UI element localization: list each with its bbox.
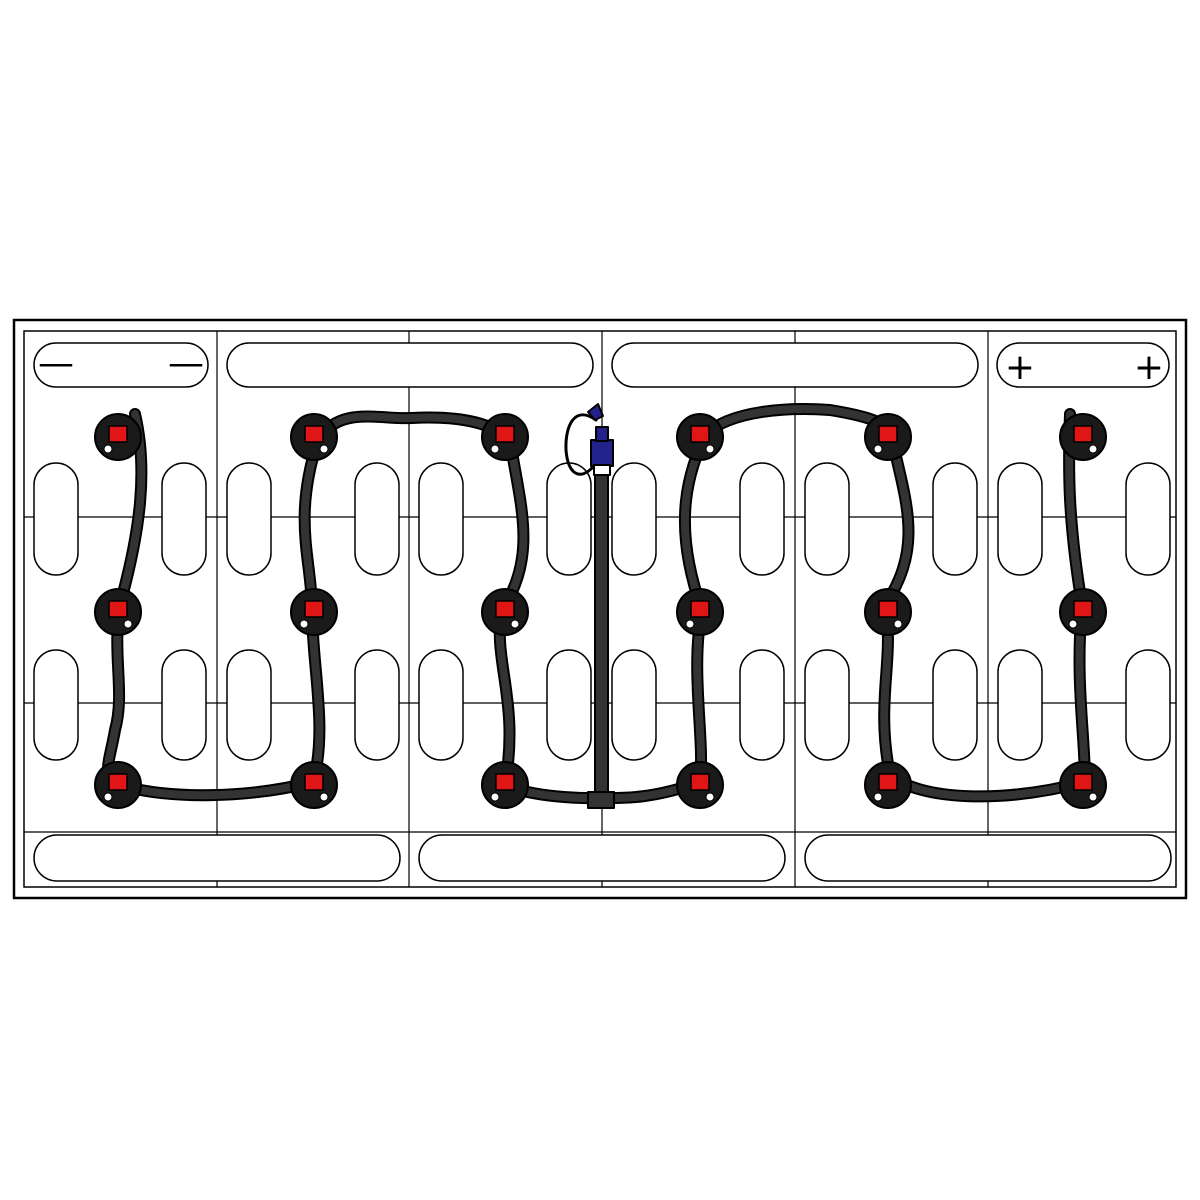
fill-port-cap [595,426,609,442]
fill-port-hose [564,413,598,476]
valves [94,413,1107,809]
valve-icon [481,588,529,636]
cell-post [546,462,592,576]
valve-icon [94,588,142,636]
valve-icon [1059,761,1107,809]
valve-icon [676,413,724,461]
negative-symbol-right: — [168,343,204,384]
fill-tube [594,469,609,799]
battery-tray-inner [23,330,1177,888]
valve-icon [481,761,529,809]
cell-post [611,649,657,761]
valve-icon [864,413,912,461]
cell-post [33,649,79,761]
cell-post [226,462,272,576]
fill-port-icon [590,439,614,467]
cell-post [932,462,978,576]
hose [104,405,1089,803]
cell-post [739,649,785,761]
valve-icon [864,588,912,636]
battery-tray-outer [12,318,1188,900]
cell-post [161,462,207,576]
bottom-straps [33,834,1172,882]
valve-icon [94,413,142,461]
top-straps [33,342,1170,388]
valve-icon [290,761,338,809]
cell-post [997,462,1043,576]
hose-assembly [102,403,1091,809]
positive-symbol-right: + [1134,347,1164,388]
positive-symbol-left: + [1005,347,1035,388]
valve-icon [1059,413,1107,461]
valve-icon [481,413,529,461]
fill-port-base [593,464,611,476]
valve-icon [94,761,142,809]
cell-post [33,462,79,576]
cell-post [932,649,978,761]
cell-post [804,462,850,576]
valve-icon [676,588,724,636]
cell-post [1125,462,1171,576]
cell-post [997,649,1043,761]
valve-icon [290,413,338,461]
strap-bottom-2 [418,834,786,882]
negative-symbol-left: — [38,343,74,384]
valve-icon [290,588,338,636]
cell-post [354,462,400,576]
cell-post [226,649,272,761]
positive-strap [996,342,1170,388]
strap-top-2 [611,342,979,388]
cell-post [546,649,592,761]
cell-posts [33,462,1171,761]
valve-icon [1059,588,1107,636]
cell-post [418,649,464,761]
cell-post [161,649,207,761]
valve-icon [676,761,724,809]
strap-bottom-1 [33,834,401,882]
cell-post [611,462,657,576]
cell-post [1125,649,1171,761]
cell-post [354,649,400,761]
negative-strap [33,342,209,388]
fill-port-nozzle [587,403,604,421]
cell-post [418,462,464,576]
valve-icon [864,761,912,809]
tee-fitting [587,791,615,809]
strap-bottom-3 [804,834,1172,882]
cell-post [739,462,785,576]
strap-top-1 [226,342,594,388]
cell-post [804,649,850,761]
